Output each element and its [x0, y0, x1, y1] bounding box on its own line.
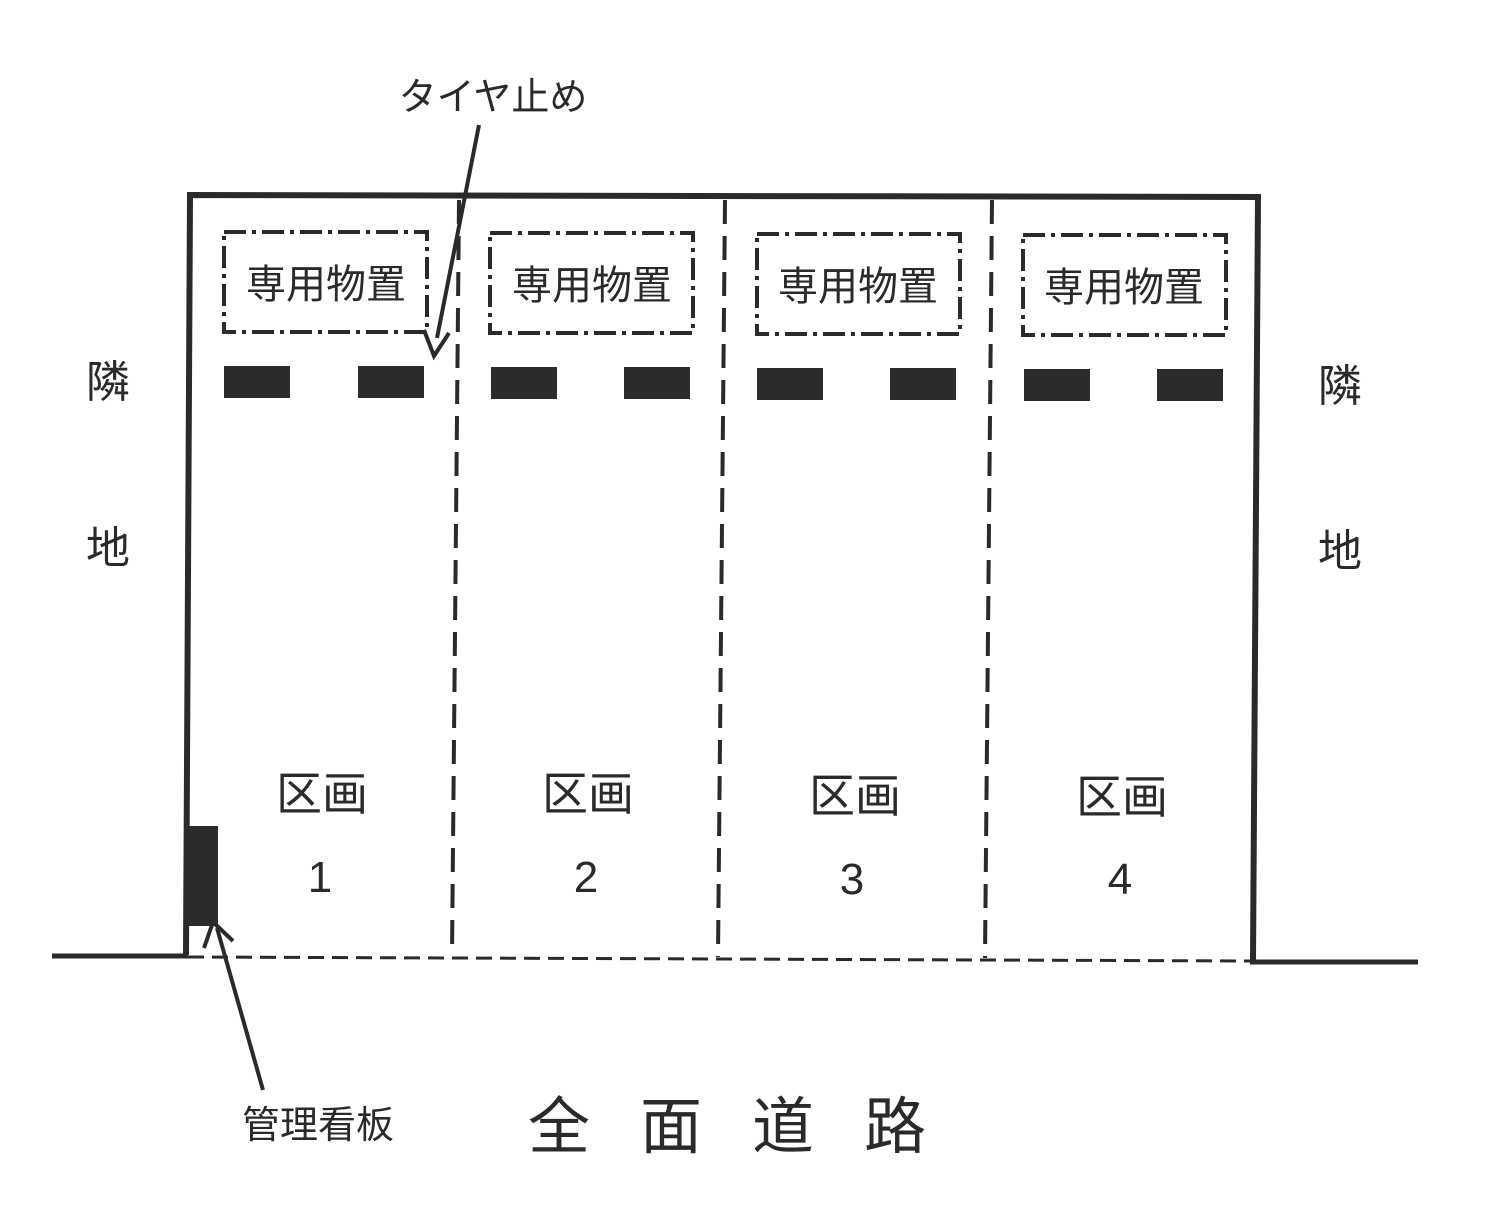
tire-stop — [890, 368, 956, 400]
section-number: 4 — [1108, 855, 1132, 904]
lot-boundary — [183, 191, 1262, 961]
section-1: 専用物置 区画 1 — [222, 230, 429, 902]
sign-callout-arrow — [215, 927, 265, 1091]
lot-front-line — [187, 955, 1251, 963]
section-3: 専用物置 区画 3 — [755, 232, 962, 904]
tire-stop-callout-label: タイヤ止め — [399, 75, 588, 119]
tire-stop — [358, 366, 424, 398]
tire-stop — [624, 367, 690, 399]
tire-stop — [1157, 369, 1223, 401]
storage-label: 専用物置 — [512, 263, 672, 309]
tire-stop-callout-arrow — [435, 124, 481, 339]
sign-callout-label: 管理看板 — [242, 1103, 394, 1147]
section-label: 区画 — [542, 767, 634, 821]
section-number: 1 — [308, 853, 332, 902]
tire-stop — [224, 366, 290, 398]
section-2: 専用物置 区画 2 — [488, 231, 695, 902]
neighbor-left-label-2: 地 — [86, 523, 130, 574]
neighbor-right-label-2: 地 — [1318, 526, 1362, 577]
section-divider-3 — [983, 199, 994, 959]
neighbor-right-label-1: 隣 — [1318, 361, 1362, 412]
sign-arrowhead — [202, 918, 235, 949]
neighbor-left-label-1: 隣 — [86, 357, 130, 408]
tire-stop-arrowhead — [422, 329, 451, 361]
tire-stop — [757, 368, 823, 400]
section-label: 区画 — [809, 769, 901, 823]
section-number: 3 — [840, 855, 864, 904]
tire-stop — [1024, 369, 1090, 401]
storage-label: 専用物置 — [778, 264, 938, 310]
section-number: 2 — [574, 853, 598, 902]
storage-label: 専用物置 — [246, 262, 406, 308]
section-label: 区画 — [276, 767, 368, 821]
road-label: 全面道路 — [528, 1090, 976, 1163]
section-divider-2 — [716, 199, 727, 958]
section-4: 専用物置 区画 4 — [1021, 233, 1228, 904]
section-label: 区画 — [1076, 770, 1168, 824]
section-divider-1 — [450, 199, 461, 956]
storage-label: 専用物置 — [1044, 265, 1204, 311]
tire-stop — [491, 367, 557, 399]
management-sign — [184, 826, 218, 926]
